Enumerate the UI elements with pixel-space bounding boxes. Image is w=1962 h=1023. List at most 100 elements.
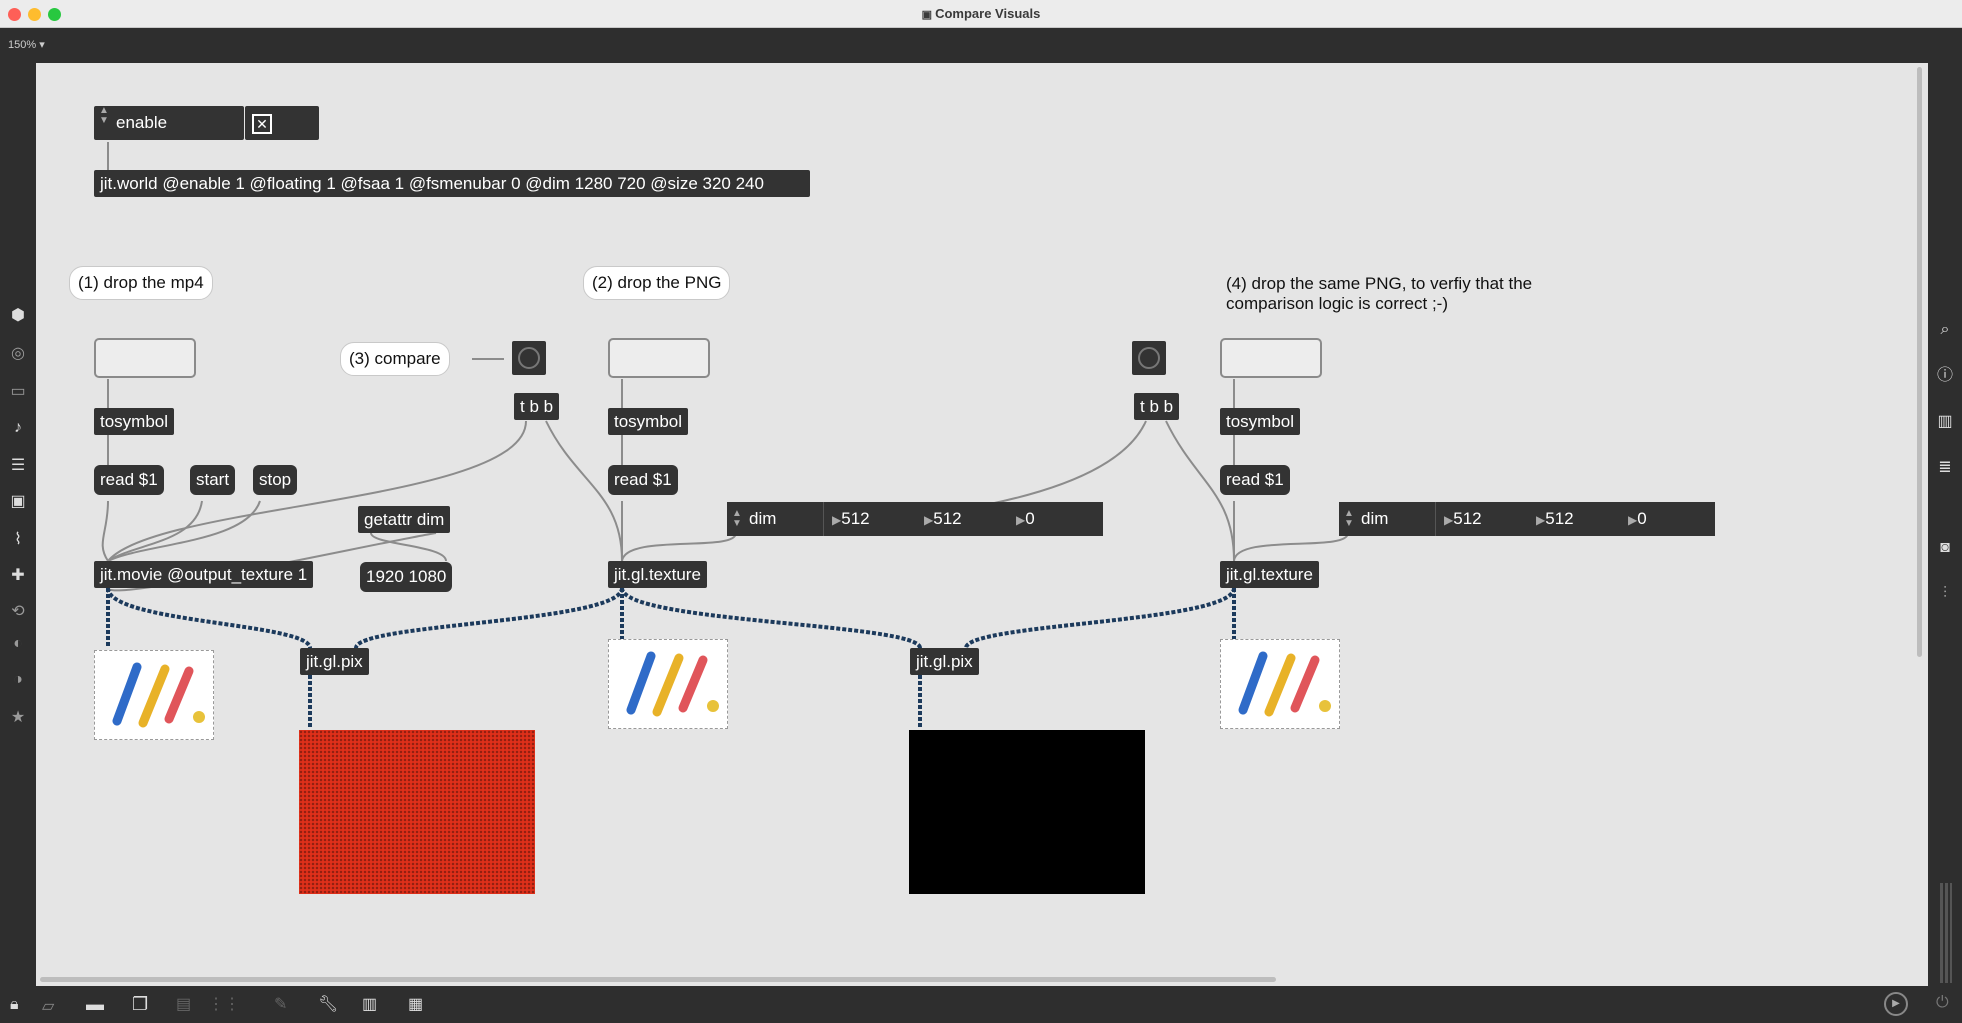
number-arrow-icon: ▶ <box>1444 513 1454 527</box>
sequencer-icon[interactable]: ☰ <box>10 457 26 474</box>
jit-gl-texture-1[interactable]: jit.gl.texture <box>608 561 707 588</box>
video-preview-texture-2[interactable] <box>1220 639 1340 729</box>
drop-file-mp4[interactable] <box>94 338 196 378</box>
vertical-scrollbar[interactable] <box>1917 67 1922 657</box>
comment-compare[interactable]: (3) compare <box>340 342 450 376</box>
title-bar: ▣ Compare Visuals <box>0 0 1962 28</box>
number-arrow-icon: ▶ <box>1016 513 1026 527</box>
cord-tbb2-texture <box>1165 420 1235 562</box>
trigger-tbb-2[interactable]: t b b <box>1134 393 1180 420</box>
target-icon[interactable]: ◎ <box>11 345 25 362</box>
cord-getattr-out <box>370 532 447 562</box>
puzzle-icon[interactable]: ✚ <box>11 567 25 584</box>
compare-bang-2[interactable] <box>1132 341 1166 375</box>
plugin-icon[interactable]: ◑ <box>13 671 23 688</box>
diff-output-black[interactable] <box>909 730 1145 894</box>
enable-toggle[interactable]: ✕ <box>245 106 319 140</box>
drop-file-png-verify[interactable] <box>1220 338 1322 378</box>
image-icon[interactable]: ▣ <box>10 493 26 510</box>
start-message[interactable]: start <box>190 465 236 495</box>
cord-dim2-texture <box>1233 532 1349 562</box>
dim-depth-number[interactable]: ▶0 <box>1628 509 1647 528</box>
dims-message[interactable]: 1920 1080 <box>360 562 453 592</box>
bottom-toolbar: 🔒︎ ▱ ▬ ❐ ▤ ⋮⋮ ✎ 🔧︎ ▥ ▦ ▶ ⏻ <box>0 986 1962 1023</box>
compare-bang-1[interactable] <box>512 341 546 375</box>
number-arrow-icon: ▶ <box>1536 513 1546 527</box>
jit-world-object[interactable]: jit.world @enable 1 @floating 1 @fsaa 1 … <box>94 170 810 197</box>
getattr-dim-object[interactable]: getattr dim <box>358 506 451 533</box>
vizzie-icon[interactable]: ◐ <box>13 635 23 652</box>
brush-strokes-image <box>1238 651 1331 717</box>
video-preview-texture-1[interactable] <box>608 639 728 729</box>
tosymbol-3[interactable]: tosymbol <box>1220 408 1301 435</box>
loop-icon[interactable]: ⟲ <box>11 603 25 620</box>
tosymbol-2[interactable]: tosymbol <box>608 408 689 435</box>
windows-icon[interactable]: ❐ <box>132 994 149 1014</box>
dsp-power-icon[interactable]: ⏻ <box>1936 994 1949 1011</box>
comment-drop-mp4[interactable]: (1) drop the mp4 <box>69 266 213 300</box>
diff-output-red[interactable] <box>299 730 535 894</box>
dim-width-number[interactable]: ▶512 <box>1444 509 1482 528</box>
video-preview-movie[interactable] <box>94 650 214 740</box>
presentation-icon[interactable]: ▱ <box>42 998 55 1015</box>
drop-file-png[interactable] <box>608 338 710 378</box>
cord-tbb1-texture <box>545 420 623 562</box>
dim-width-number[interactable]: ▶512 <box>832 509 870 528</box>
snapshot-camera-icon[interactable]: ◙ <box>1940 539 1950 556</box>
comment-verify[interactable]: (4) drop the same PNG, to verfiy that th… <box>1226 274 1533 313</box>
comment-bubble-icon[interactable]: ▬ <box>86 994 104 1014</box>
snap-grid-icon[interactable]: ⋮⋮ <box>208 996 240 1013</box>
zoom-level-menu[interactable]: 150% ▾ <box>8 39 45 51</box>
jit-gl-texture-2[interactable]: jit.gl.texture <box>1220 561 1319 588</box>
dim-attrui-1[interactable]: ▲▼ dim ▶512 ▶512 ▶0 <box>727 502 1103 536</box>
favorites-star-icon[interactable]: ★ <box>10 709 26 726</box>
music-note-icon[interactable]: ♪ <box>14 419 22 436</box>
piano-icon[interactable]: ▥ <box>362 996 378 1013</box>
horizontal-scrollbar[interactable] <box>40 977 1276 982</box>
minimize-window-button[interactable] <box>28 8 41 21</box>
dim-label-cell[interactable]: ▲▼ dim <box>727 502 824 536</box>
dim-height-number[interactable]: ▶512 <box>924 509 962 528</box>
jit-gl-pix-2[interactable]: jit.gl.pix <box>910 648 979 675</box>
enable-attrui[interactable]: ▲▼ enable <box>94 106 244 140</box>
packages-icon[interactable]: ⬢ <box>11 307 25 324</box>
transport-play-icon[interactable]: ▶ <box>1884 992 1908 1016</box>
paperclip-icon[interactable]: ⌇ <box>14 531 22 548</box>
mute-icon[interactable]: ▤ <box>176 996 192 1013</box>
reference-book-icon[interactable]: ▥ <box>1937 413 1953 430</box>
lock-icon[interactable]: 🔒︎ <box>10 996 19 1013</box>
wrench-icon[interactable]: 🔧︎ <box>318 996 339 1013</box>
debug-icon[interactable]: ✎ <box>274 996 288 1013</box>
mixer-icon[interactable]: ⫶ <box>1942 585 1947 602</box>
read-message-1[interactable]: read $1 <box>94 465 164 495</box>
dim-depth-number[interactable]: ▶0 <box>1016 509 1035 528</box>
zoom-window-button[interactable] <box>48 8 61 21</box>
objects-icon[interactable]: ▭ <box>10 383 26 400</box>
patcher-canvas[interactable]: ▲▼ enable ✕ jit.world @enable 1 @floatin… <box>36 63 1928 986</box>
keyboard-grid-icon[interactable]: ▦ <box>408 996 424 1013</box>
attrui-arrows-icon: ▲▼ <box>732 508 742 529</box>
window-title: ▣ Compare Visuals <box>921 6 1041 21</box>
dim-height-number[interactable]: ▶512 <box>1536 509 1574 528</box>
close-window-button[interactable] <box>8 8 21 21</box>
info-icon[interactable]: ⓘ <box>1936 367 1953 384</box>
tosymbol-1[interactable]: tosymbol <box>94 408 175 435</box>
number-arrow-icon: ▶ <box>832 513 842 527</box>
number-arrow-icon: ▶ <box>1628 513 1638 527</box>
jit-movie-object[interactable]: jit.movie @output_texture 1 <box>94 561 314 588</box>
trigger-tbb-1[interactable]: t b b <box>514 393 560 420</box>
right-sidebar: ⌕ ⓘ ▥ ≣ ◙ ⫶ <box>1928 63 1962 986</box>
read-message-2[interactable]: read $1 <box>608 465 678 495</box>
stop-message[interactable]: stop <box>253 465 298 495</box>
dim-attrui-2[interactable]: ▲▼ dim ▶512 ▶512 ▶0 <box>1339 502 1715 536</box>
read-message-3[interactable]: read $1 <box>1220 465 1290 495</box>
dim-label-cell[interactable]: ▲▼ dim <box>1339 502 1436 536</box>
list-icon[interactable]: ≣ <box>1938 459 1952 476</box>
left-sidebar: ⬢ ◎ ▭ ♪ ☰ ▣ ⌇ ✚ ⟲ ◐ ◑ ★ <box>0 63 36 986</box>
level-meter <box>1940 883 1952 983</box>
search-icon[interactable]: ⌕ <box>1940 321 1950 338</box>
number-arrow-icon: ▶ <box>924 513 934 527</box>
cord-tbb1-movie <box>107 420 527 562</box>
jit-gl-pix-1[interactable]: jit.gl.pix <box>300 648 369 675</box>
comment-drop-png[interactable]: (2) drop the PNG <box>583 266 731 300</box>
